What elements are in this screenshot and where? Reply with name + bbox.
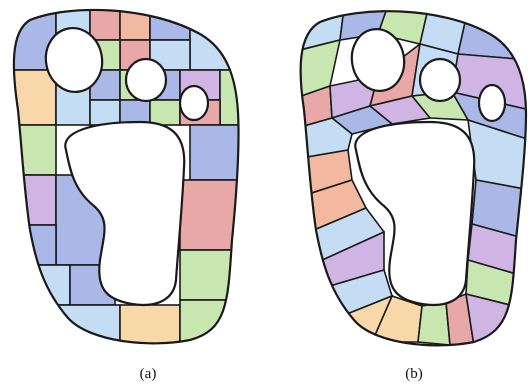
caption-b: (b) [405, 366, 423, 382]
panel-b [299, 10, 528, 347]
caption-a: (a) [139, 366, 157, 382]
panel-a [12, 8, 240, 345]
